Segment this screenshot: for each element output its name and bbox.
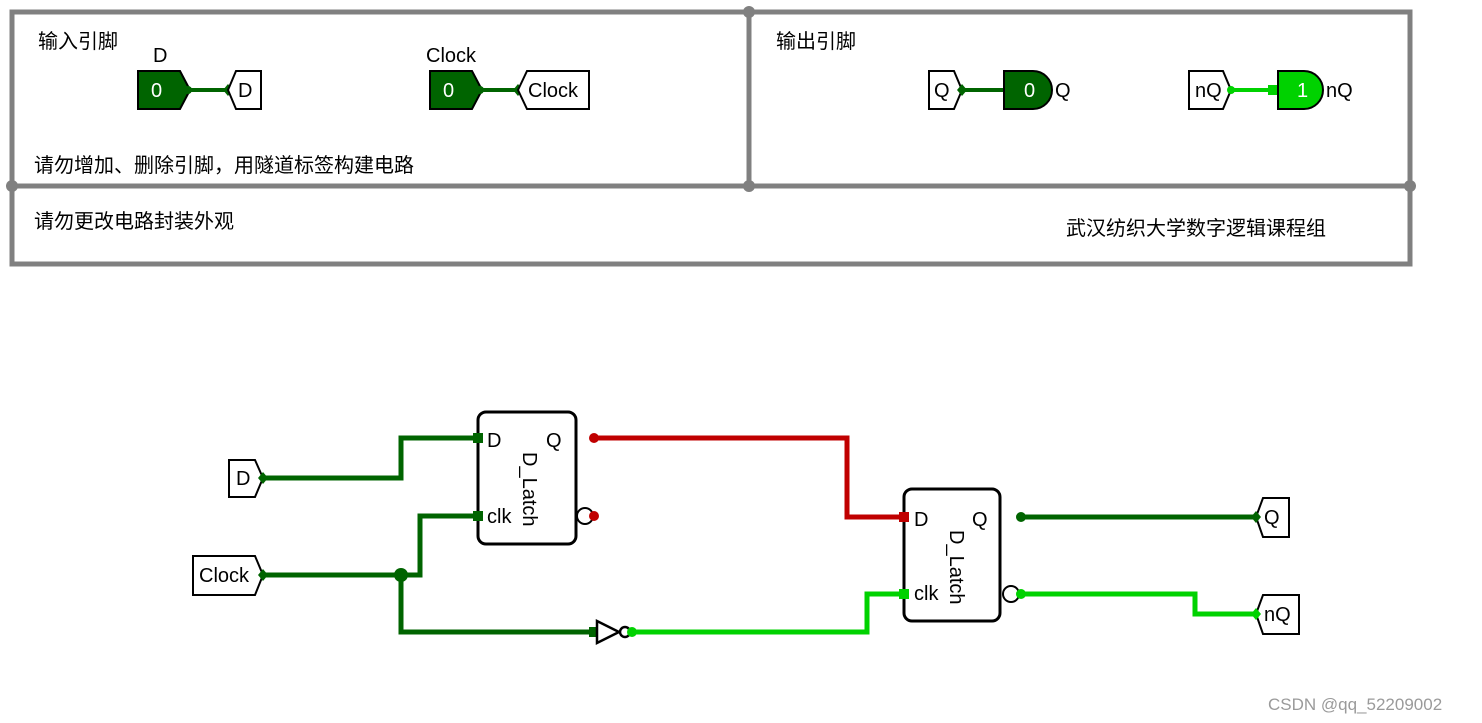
input-pin-d-value: 0: [151, 80, 162, 102]
wire-not-latch2: [632, 591, 904, 635]
frame-corner-dots: [6, 6, 1416, 192]
credit-text: 武汉纺织大学数字逻辑课程组: [1066, 216, 1326, 240]
output-pin-nq-value: 1: [1297, 80, 1308, 102]
tunnel-nq[interactable]: nQ: [1254, 594, 1300, 635]
output-section-label: 输出引脚: [776, 29, 856, 53]
junction-dot: [394, 568, 408, 582]
package-frame: [9, 9, 1413, 267]
output-pin-q-label: Q: [1055, 80, 1071, 102]
tunnel-header-clock[interactable]: Clock: [516, 70, 590, 110]
input-pin-d-label: D: [153, 45, 167, 67]
latch1-port-clk: clk: [487, 506, 512, 528]
input-pin-clock-label: Clock: [426, 45, 477, 67]
tunnel-header-q-label: Q: [934, 80, 950, 102]
latch1-port-q: Q: [546, 430, 562, 452]
connection-diamond: [258, 472, 268, 484]
d-latch-1[interactable]: D clk Q D_Latch: [473, 410, 599, 546]
d-latch-2[interactable]: D clk Q D_Latch: [899, 487, 1026, 623]
wire-latch2-nq: [1021, 591, 1256, 617]
not-gate[interactable]: [589, 618, 637, 646]
wire-latch1-q: [594, 435, 904, 520]
tunnel-q[interactable]: Q: [1254, 497, 1290, 538]
not-gate-output-dot: [627, 627, 637, 637]
input-pin-d[interactable]: D 0: [137, 45, 192, 110]
tunnel-header-nq[interactable]: nQ: [1188, 70, 1233, 110]
connection-diamond: [258, 569, 268, 581]
latch2-clk-port: [899, 589, 909, 599]
tunnel-header-d[interactable]: D: [226, 70, 262, 110]
tunnel-header-nq-label: nQ: [1195, 80, 1222, 102]
output-pin-nq-label: nQ: [1326, 80, 1353, 102]
output-pin-q: 0 Q: [1003, 70, 1071, 110]
circuit-wires: [263, 435, 1256, 635]
wire-clock-not: [398, 575, 597, 635]
tunnel-clock[interactable]: Clock: [192, 555, 265, 596]
latch2-q-dot: [1016, 512, 1026, 522]
watermark: CSDN @qq_52209002: [1268, 695, 1442, 714]
latch2-port-q: Q: [972, 509, 988, 531]
latch1-d-port: [473, 433, 483, 443]
wire-d: [263, 435, 478, 481]
note-package: 请勿更改电路封装外观: [34, 209, 234, 233]
tunnel-header-q[interactable]: Q: [928, 70, 964, 110]
connection-diamond: [1251, 608, 1261, 620]
input-pin-clock-value: 0: [443, 80, 454, 102]
connection-dot: [476, 86, 484, 94]
latch1-name: D_Latch: [518, 452, 540, 527]
connection-square: [1268, 85, 1277, 95]
tunnel-header-d-label: D: [238, 80, 252, 102]
latch2-port-clk: clk: [914, 583, 939, 605]
wire-clock-latch1: [263, 513, 478, 578]
tunnel-d[interactable]: D: [228, 459, 265, 498]
latch1-clk-port: [473, 511, 483, 521]
input-section-label: 输入引脚: [38, 29, 118, 53]
not-gate-input-port: [589, 627, 598, 637]
tunnel-nq-label: nQ: [1264, 604, 1291, 626]
tunnel-q-label: Q: [1264, 507, 1280, 529]
latch1-port-d: D: [487, 430, 501, 452]
connection-dot: [184, 86, 192, 94]
output-pin-nq: 1 nQ: [1277, 70, 1353, 110]
note-pins: 请勿增加、删除引脚，用隧道标签构建电路: [34, 153, 414, 177]
latch2-nq-dot: [1016, 589, 1026, 599]
latch2-name: D_Latch: [945, 530, 967, 605]
connection-diamond: [1251, 511, 1261, 523]
latch1-q-dot: [589, 433, 599, 443]
input-pin-clock[interactable]: Clock 0: [426, 45, 484, 110]
tunnel-d-label: D: [236, 468, 250, 490]
output-pin-q-value: 0: [1024, 80, 1035, 102]
latch1-nq-dot: [589, 511, 599, 521]
tunnel-header-clock-label: Clock: [528, 80, 579, 102]
latch2-port-d: D: [914, 509, 928, 531]
tunnel-clock-label: Clock: [199, 565, 250, 587]
latch2-d-port: [899, 512, 909, 522]
